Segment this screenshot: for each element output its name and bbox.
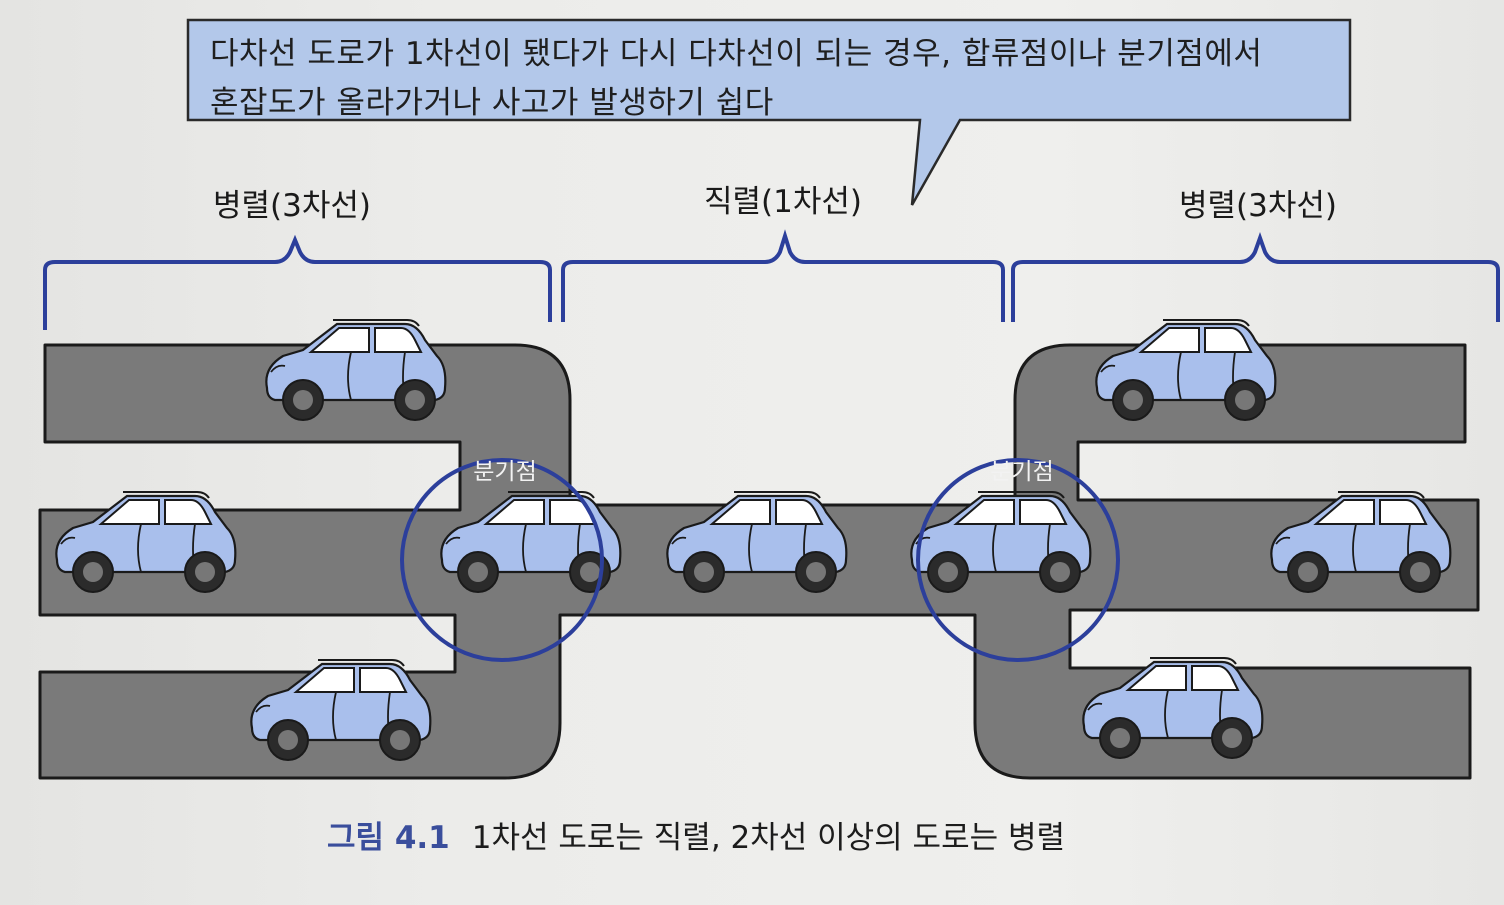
callout-bubble: [186, 18, 1352, 206]
label-parallel-right: 병렬(3차선): [1179, 188, 1337, 224]
callout-line-1: 다차선 도로가 1차선이 됐다가 다시 다차선이 되는 경우, 합류점이나 분기…: [210, 36, 1263, 72]
bracket-right: [1011, 232, 1500, 322]
figure-number: 그림 4.1: [327, 820, 450, 856]
bracket-middle: [561, 229, 1005, 322]
figure-caption-text: 1차선 도로는 직렬, 2차선 이상의 도로는 병렬: [471, 820, 1066, 856]
junction-circle-left: [400, 458, 604, 662]
bracket-left: [43, 234, 552, 330]
label-parallel-left: 병렬(3차선): [213, 188, 371, 224]
junction-circle-right: [916, 458, 1120, 662]
label-junction-left: 분기점: [473, 459, 537, 485]
figure-caption: 그림 4.1 1차선 도로는 직렬, 2차선 이상의 도로는 병렬: [327, 812, 1065, 857]
callout-line-2: 혼잡도가 올라가거나 사고가 발생하기 쉽다: [210, 85, 774, 121]
callout-text: 다차선 도로가 1차선이 됐다가 다시 다차선이 되는 경우, 합류점이나 분기…: [210, 30, 1340, 128]
label-serial-middle: 직렬(1차선): [704, 184, 862, 220]
label-junction-right: 분기점: [990, 459, 1054, 485]
